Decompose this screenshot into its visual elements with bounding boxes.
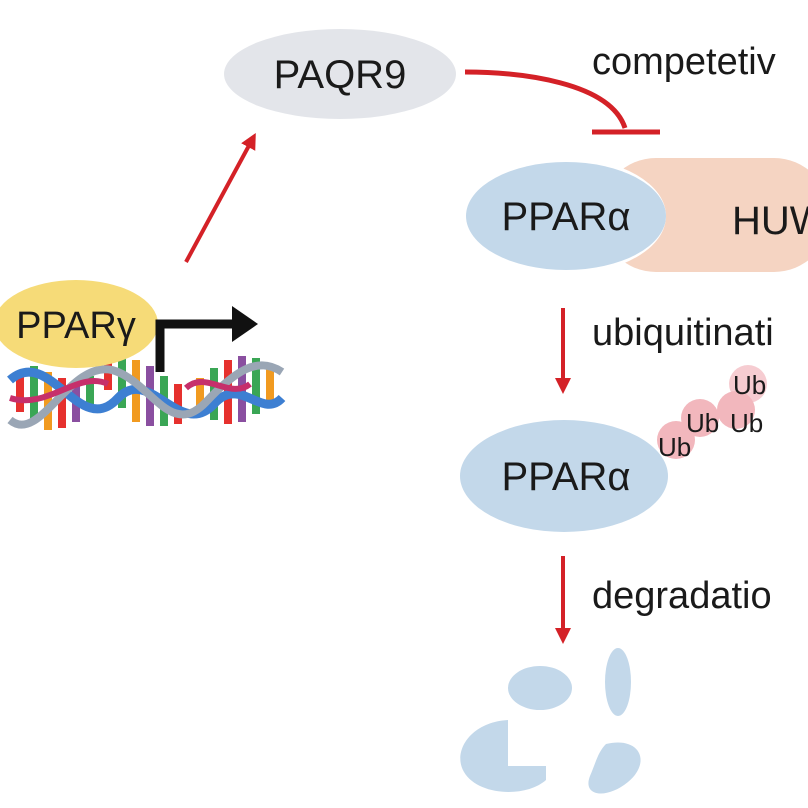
ppar-alpha-top-label: PPARα [501, 195, 630, 239]
degraded-fragments [460, 648, 641, 794]
ppar-alpha-bottom-node: PPARα [460, 420, 668, 532]
competitive-label: competetiv [592, 41, 776, 83]
paqr9-label: PAQR9 [274, 53, 407, 97]
ppar-gamma-node: PPARγ [0, 280, 158, 368]
huwe1-label: HUW [732, 199, 808, 243]
degradation-label: degradatio [592, 575, 772, 617]
ub-label-1: Ub [658, 432, 691, 462]
dna-helix-icon [7, 356, 286, 430]
inhibition-arrow [464, 69, 660, 135]
paqr9-node: PAQR9 [224, 29, 456, 119]
ubiquitination-label: ubiquitinati [592, 312, 774, 354]
ppar-alpha-top-node: PPARα [466, 158, 666, 274]
ppar-gamma-label: PPARγ [16, 305, 136, 347]
ubiquitin-chain: Ub Ub Ub Ub [657, 365, 767, 462]
ppar-alpha-bottom-label: PPARα [501, 455, 630, 499]
ub-label-4: Ub [733, 370, 766, 400]
transcription-start-arrow-icon [155, 306, 258, 372]
ub-label-3: Ub [730, 408, 763, 438]
ub-label-2: Ub [686, 408, 719, 438]
upregulation-arrow [184, 132, 256, 263]
